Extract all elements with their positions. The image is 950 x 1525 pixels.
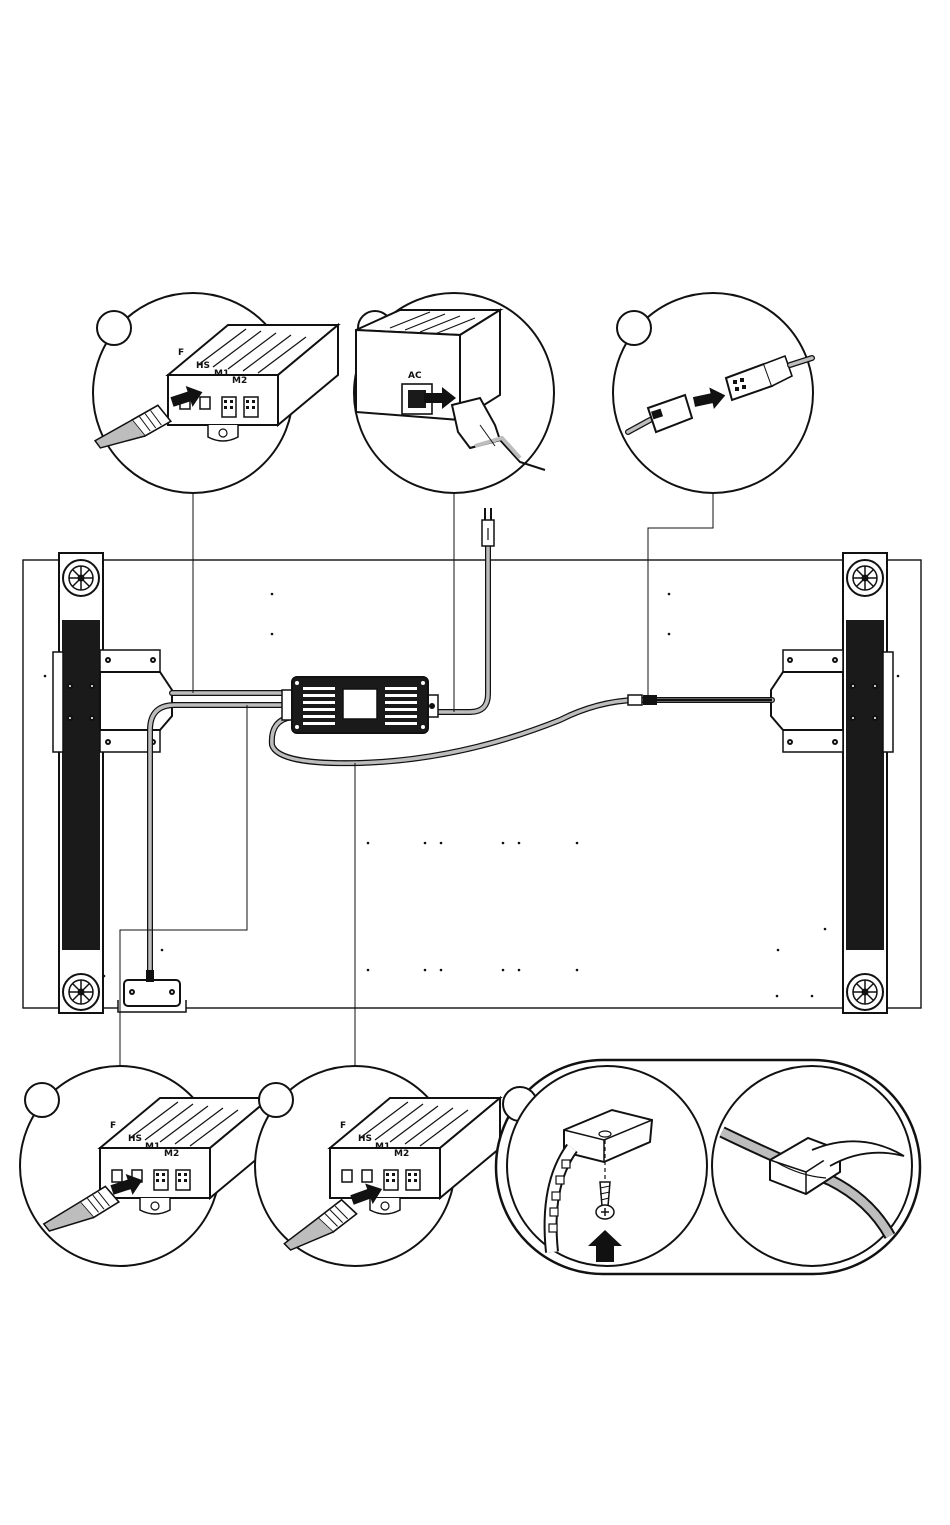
caster-bottom-right-icon — [847, 974, 883, 1010]
port-label-hs: HS — [128, 1134, 142, 1144]
caster-bottom-left-icon — [63, 974, 99, 1010]
step-number-badge — [259, 1083, 293, 1117]
step-number-badge — [25, 1083, 59, 1117]
port-label-hs: HS — [358, 1134, 372, 1144]
callout-step-4: F HS M1 M2 — [20, 1066, 270, 1266]
port-label-hs: HS — [196, 361, 210, 371]
caster-top-left-icon — [63, 560, 99, 596]
port-label-m2: M2 — [394, 1149, 409, 1159]
desk-top-view — [23, 492, 921, 1066]
caster-top-right-icon — [847, 560, 883, 596]
step-number-badge — [97, 311, 131, 345]
port-label-f: F — [110, 1121, 116, 1131]
port-label-m2: M2 — [232, 376, 247, 386]
callout-step-1: F HS M1 M2 — [91, 293, 338, 493]
control-box-top-view — [282, 677, 438, 733]
port-label-m2: M2 — [164, 1149, 179, 1159]
port-label-f: F — [178, 348, 184, 358]
desk-frame-outline — [23, 560, 921, 1008]
port-label-f: F — [340, 1121, 346, 1131]
callout-step-5: F HS M1 M2 — [255, 1066, 500, 1266]
port-label-m1: M1 — [214, 369, 229, 379]
port-label-m1: M1 — [145, 1142, 160, 1152]
step-number-badge — [617, 311, 651, 345]
port-label-m1: M1 — [375, 1142, 390, 1152]
callout-step-6 — [496, 1060, 920, 1274]
port-label-ac: AC — [408, 371, 422, 381]
callout-step-3 — [613, 293, 813, 493]
callout-step-2: AC — [354, 293, 554, 493]
power-plug-icon — [482, 508, 494, 546]
